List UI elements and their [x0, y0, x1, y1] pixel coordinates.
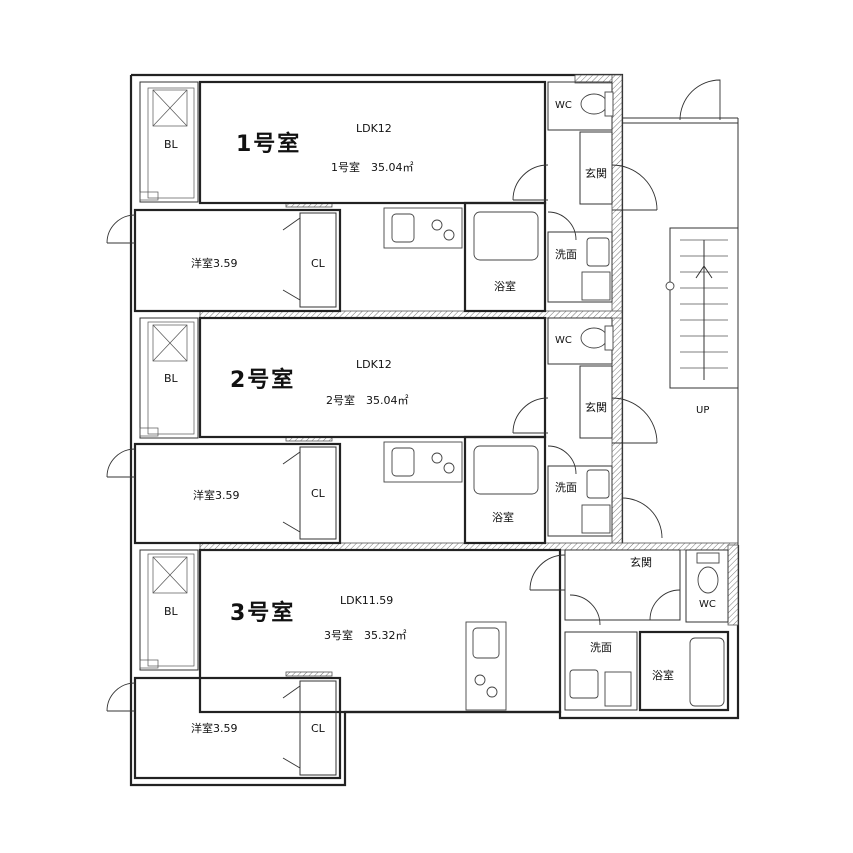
closet-1: [299, 212, 337, 308]
bath-2: [463, 435, 547, 545]
unit-1: [106, 80, 658, 313]
unit-title-3: 3号室: [230, 600, 295, 626]
unit-info-1: 1号室 35.04㎡: [331, 160, 414, 174]
bedroom-label-3: 洋室3.59: [191, 721, 238, 735]
unit-3: [106, 548, 730, 780]
ldk-label-3: LDK11.59: [340, 594, 393, 607]
bath-label-3: 浴室: [652, 668, 674, 682]
bedroom-label-1: 洋室3.59: [191, 256, 238, 270]
entrance-label-2: 玄関: [585, 400, 607, 414]
balcony-1: [139, 81, 199, 203]
labels-unit-3: 3号室 LDK11.59 3号室 35.32㎡ BL 洋室3.59 CL WC …: [164, 555, 716, 735]
ldk-1: [198, 80, 547, 205]
washroom-3: [564, 631, 638, 711]
bedroom-label-2: 洋室3.59: [193, 488, 240, 502]
unit-title-1: 1号室: [236, 131, 301, 157]
balcony-label-1: BL: [164, 138, 179, 151]
ldk-label-2: LDK12: [356, 358, 392, 371]
wc-label-2: WC: [555, 335, 572, 346]
washroom-2: [547, 465, 613, 537]
closet-label-1: CL: [311, 257, 326, 270]
unit-info-2: 2号室 35.04㎡: [326, 393, 409, 407]
wc-label-3: WC: [699, 599, 716, 610]
ldk-label-1: LDK12: [356, 122, 392, 135]
stairwell: [622, 79, 739, 545]
balcony-2: [139, 317, 199, 439]
bedroom-3: [133, 676, 342, 780]
bath-label-1: 浴室: [494, 279, 516, 293]
labels-unit-2: 2号室 LDK12 2号室 35.04㎡ BL 洋室3.59 CL WC 玄関 …: [164, 335, 607, 524]
washroom-label-3: 洗面: [590, 641, 612, 654]
entrance-2: [579, 365, 613, 439]
ldk-3: [198, 548, 562, 714]
bath-label-2: 浴室: [492, 510, 514, 524]
closet-2: [299, 446, 337, 540]
bedroom-1: [133, 208, 342, 313]
closet-3: [299, 680, 337, 776]
bath-1: [463, 201, 547, 313]
entrance-1: [579, 131, 613, 205]
washroom-label-1: 洗面: [555, 248, 577, 261]
ldk-2: [198, 316, 547, 439]
closet-label-2: CL: [311, 487, 326, 500]
wc-3: [685, 549, 729, 623]
entrance-label-3: 玄関: [630, 555, 652, 569]
closet-label-3: CL: [311, 722, 326, 735]
balcony-label-2: BL: [164, 372, 179, 385]
entrance-label-1: 玄関: [585, 166, 607, 180]
balcony-label-3: BL: [164, 605, 179, 618]
unit-info-3: 3号室 35.32㎡: [324, 628, 407, 642]
entrance-3: [564, 549, 681, 621]
stairs-up-label: UP: [696, 405, 709, 416]
bath-3: [638, 630, 730, 712]
outer-walls: [129, 73, 740, 787]
wc-label-1: WC: [555, 100, 572, 111]
unit-2: [106, 316, 663, 545]
bedroom-2: [133, 442, 342, 545]
labels-unit-1: 1号室 LDK12 1号室 35.04㎡ BL 洋室3.59 CL WC 玄関 …: [164, 100, 607, 293]
washroom-1: [547, 231, 613, 303]
balcony-3: [139, 549, 199, 671]
washroom-label-2: 洗面: [555, 481, 577, 494]
unit-title-2: 2号室: [230, 367, 295, 393]
